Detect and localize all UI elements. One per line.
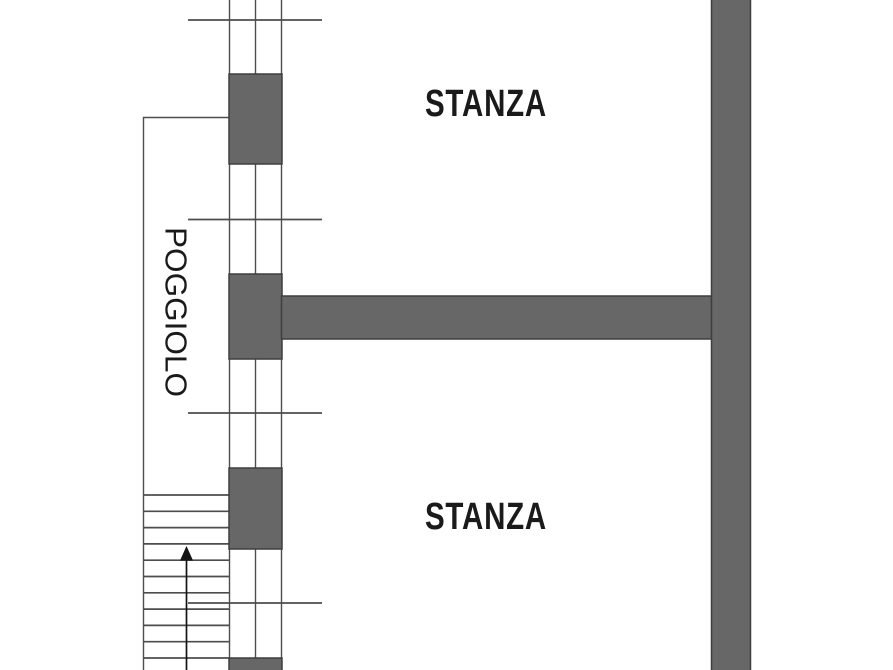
room-label-stanza-top: STANZA [425,83,547,125]
room-label-stanza-bottom: STANZA [425,496,547,538]
wall-segment [228,657,283,670]
dividing-wall [280,295,713,340]
exterior-wall-right [710,0,752,670]
stairs-up-arrow-icon [180,546,193,670]
arrow-head [180,546,193,561]
wall-segment [228,73,283,165]
balcony-label-poggiolo: POGGIOLO [159,227,194,397]
wall-segment [228,467,283,550]
wall-segment [228,273,283,360]
balcony-outline [142,116,230,670]
